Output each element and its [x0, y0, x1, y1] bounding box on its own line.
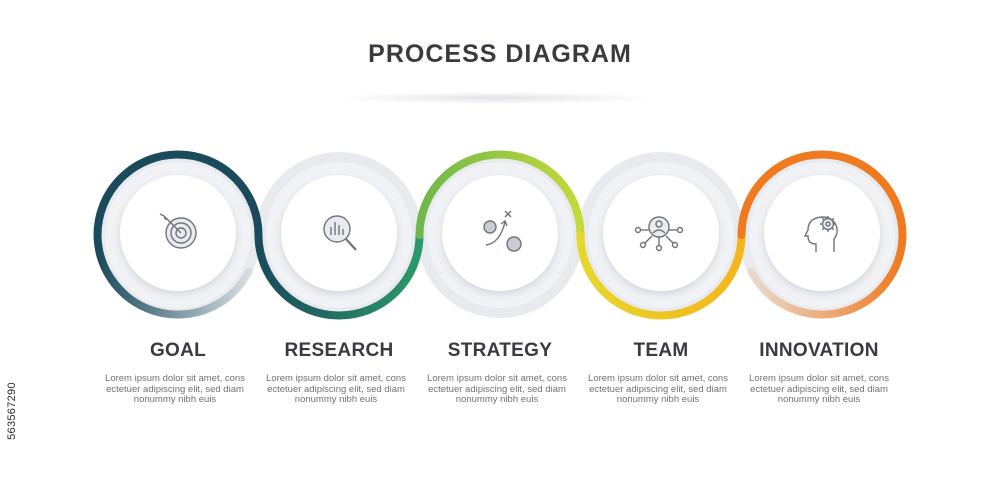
arc-goal — [93, 150, 263, 239]
arc-research — [254, 231, 424, 320]
head-gear-icon — [803, 216, 838, 252]
desc-line: ectetuer adipiscing elit, sed diam — [750, 383, 888, 395]
desc-line: ectetuer adipiscing elit, sed diam — [106, 383, 244, 395]
desc-line: nonummy nibh euis — [616, 394, 700, 405]
desc-line: nonummy nibh euis — [294, 394, 378, 405]
strategy-icon — [483, 210, 522, 252]
step-title-innovation: INNOVATION — [759, 340, 879, 361]
page-title: PROCESS DIAGRAM — [368, 40, 632, 68]
step-title-strategy: STRATEGY — [447, 340, 553, 361]
desc-line: ectetuer adipiscing elit, sed diam — [267, 383, 405, 395]
desc-line: ectetuer adipiscing elit, sed diam — [589, 383, 727, 395]
step-desc-research: Lorem ipsum dolor sit amet, cons ectetue… — [251, 373, 421, 406]
desc-line: Lorem ipsum dolor sit amet, cons — [105, 373, 245, 384]
step-title-goal: GOAL — [149, 340, 207, 361]
desc-line: Lorem ipsum dolor sit amet, cons — [588, 373, 728, 384]
team-network-icon — [634, 216, 684, 252]
desc-line: nonummy nibh euis — [133, 394, 217, 405]
step-desc-goal: Lorem ipsum dolor sit amet, cons ectetue… — [90, 373, 260, 406]
desc-line: nonummy nibh euis — [777, 394, 861, 405]
disc-strategy — [442, 175, 558, 291]
step-desc-team: Lorem ipsum dolor sit amet, cons ectetue… — [573, 373, 743, 406]
magnifier-chart-icon — [323, 215, 357, 251]
step-desc-innovation: Lorem ipsum dolor sit amet, cons ectetue… — [734, 373, 904, 406]
desc-line: Lorem ipsum dolor sit amet, cons — [266, 373, 406, 384]
arc-innovation — [737, 150, 907, 239]
target-icon — [159, 213, 197, 249]
step-title-team: TEAM — [633, 340, 689, 361]
arc-strategy — [415, 150, 585, 239]
desc-line: Lorem ipsum dolor sit amet, cons — [749, 373, 889, 384]
step-desc-strategy: Lorem ipsum dolor sit amet, cons ectetue… — [412, 373, 582, 406]
desc-line: Lorem ipsum dolor sit amet, cons — [427, 373, 567, 384]
arc-team — [576, 231, 746, 320]
step-title-research: RESEARCH — [284, 340, 394, 361]
disc-innovation — [764, 175, 880, 291]
side-id-text: 563567290 — [6, 382, 18, 440]
arc-innovation-tail — [747, 231, 907, 319]
arc-goal-tail — [93, 231, 253, 319]
colored-arcs — [93, 150, 907, 320]
desc-line: ectetuer adipiscing elit, sed diam — [428, 383, 566, 395]
desc-line: nonummy nibh euis — [455, 394, 539, 405]
title-underline-shadow — [330, 92, 660, 104]
